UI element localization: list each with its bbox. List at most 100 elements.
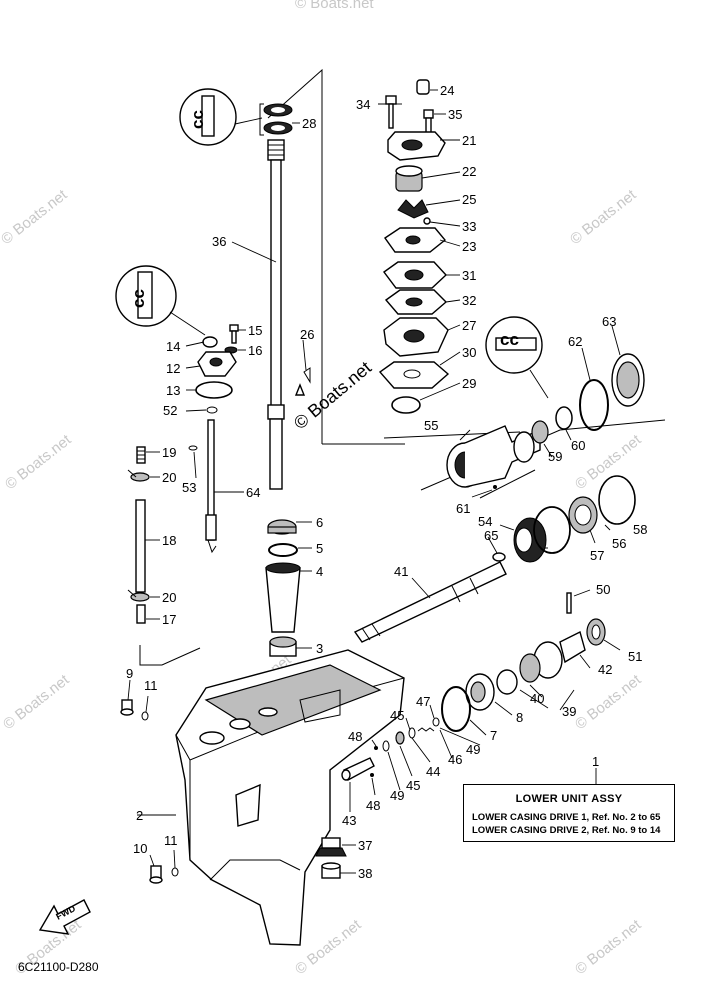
callout-26: 26 — [300, 327, 314, 342]
callout-32: 32 — [462, 293, 476, 308]
callout-40: 40 — [530, 691, 544, 706]
callout-2: 2 — [136, 808, 143, 823]
forward-gear-group — [513, 475, 636, 563]
water-pump-assembly — [378, 79, 450, 414]
watermark: © Boats.net — [572, 916, 645, 978]
shift-rod-assembly — [188, 324, 311, 554]
callout-36: 36 — [212, 234, 226, 249]
grease-detail-bubble: cc — [115, 265, 206, 336]
propeller-bearing-housing — [446, 353, 645, 489]
watermark: © Boats.net — [2, 431, 75, 493]
callout-63: 63 — [602, 314, 616, 329]
diagram-code: 6C21100-D280 — [18, 960, 99, 974]
callout-18: 18 — [162, 533, 176, 548]
callout-16: 16 — [248, 343, 262, 358]
leader-lines — [127, 89, 631, 874]
callout-45: 45 — [390, 708, 404, 723]
callout-55: 55 — [424, 418, 438, 433]
callout-43: 43 — [342, 813, 356, 828]
callout-4: 4 — [316, 564, 323, 579]
bearing-detail-bubble: cc — [485, 316, 549, 399]
callout-9: 9 — [126, 666, 133, 681]
callout-10: 10 — [133, 841, 147, 856]
drive-shaft — [267, 139, 285, 490]
callout-1: 1 — [592, 754, 599, 769]
seal-detail-bubble: cc — [179, 88, 263, 146]
legend-title: LOWER UNIT ASSY — [515, 793, 623, 805]
shift-plunger-group — [341, 717, 440, 781]
callout-24: 24 — [440, 83, 454, 98]
callout-60: 60 — [571, 438, 585, 453]
watermark: © Boats.net — [0, 186, 71, 248]
clutch-reverse-gear-group — [441, 592, 606, 732]
callout-46: 46 — [448, 752, 462, 767]
callout-48: 48 — [348, 729, 362, 744]
callout-29: 29 — [462, 376, 476, 391]
callout-39: 39 — [562, 704, 576, 719]
callout-45: 45 — [406, 778, 420, 793]
callout-42: 42 — [598, 662, 612, 677]
svg-text:cc: cc — [500, 330, 519, 349]
callout-3: 3 — [316, 641, 323, 656]
callout-57: 57 — [590, 548, 604, 563]
callout-41: 41 — [394, 564, 408, 579]
callout-48: 48 — [366, 798, 380, 813]
callout-49: 49 — [390, 788, 404, 803]
callout-53: 53 — [182, 480, 196, 495]
propeller-shaft — [353, 552, 507, 643]
legend-box: LOWER UNIT ASSY LOWER CASING DRIVE 1, Re… — [463, 784, 675, 842]
water-tube-assembly — [127, 446, 150, 624]
callout-14: 14 — [166, 339, 180, 354]
callout-56: 56 — [612, 536, 626, 551]
pinion-and-nut — [315, 837, 347, 879]
callout-35: 35 — [448, 107, 462, 122]
callout-11: 11 — [144, 678, 158, 693]
callout-labels: 1 2 3 4 5 6 7 8 9 10 11 11 12 13 14 15 1… — [126, 83, 647, 881]
callout-30: 30 — [462, 345, 476, 360]
callout-13: 13 — [166, 383, 180, 398]
callout-54: 54 — [478, 514, 492, 529]
drive-shaft-housing — [265, 519, 301, 657]
callout-44: 44 — [426, 764, 440, 779]
legend-row: LOWER CASING DRIVE 2, Ref. No. 9 to 14 — [472, 825, 661, 836]
callout-49: 49 — [466, 742, 480, 757]
callout-37: 37 — [358, 838, 372, 853]
svg-text:cc: cc — [129, 289, 148, 308]
watermark: © Boats.net — [295, 0, 374, 12]
callout-25: 25 — [462, 192, 476, 207]
callout-62: 62 — [568, 334, 582, 349]
callout-64: 64 — [246, 485, 260, 500]
callout-34: 34 — [356, 97, 370, 112]
callout-58: 58 — [633, 522, 647, 537]
callout-33: 33 — [462, 219, 476, 234]
callout-65: 65 — [484, 528, 498, 543]
callout-20: 20 — [162, 590, 176, 605]
callout-47: 47 — [416, 694, 430, 709]
callout-52: 52 — [163, 403, 177, 418]
oil-seal-pair — [259, 103, 293, 136]
callout-27: 27 — [462, 318, 476, 333]
lower-casing — [175, 649, 405, 946]
callout-19: 19 — [162, 445, 176, 460]
watermark: © Boats.net — [0, 671, 73, 733]
callout-12: 12 — [166, 361, 180, 376]
callout-21: 21 — [462, 133, 476, 148]
callout-6: 6 — [316, 515, 323, 530]
callout-51: 51 — [628, 649, 642, 664]
callout-50: 50 — [596, 582, 610, 597]
callout-59: 59 — [548, 449, 562, 464]
drain-plug-parts — [120, 699, 179, 884]
svg-text:cc: cc — [188, 110, 207, 129]
legend-row: LOWER CASING DRIVE 1, Ref. No. 2 to 65 — [472, 812, 661, 823]
callout-11: 11 — [164, 833, 178, 848]
watermark: © Boats.net — [567, 186, 640, 248]
callout-5: 5 — [316, 541, 323, 556]
callout-15: 15 — [248, 323, 262, 338]
callout-7: 7 — [490, 728, 497, 743]
callout-17: 17 — [162, 612, 176, 627]
watermark: © Boats.net — [572, 671, 645, 733]
callout-28: 28 — [302, 116, 316, 131]
callout-61: 61 — [456, 501, 470, 516]
callout-20: 20 — [162, 470, 176, 485]
